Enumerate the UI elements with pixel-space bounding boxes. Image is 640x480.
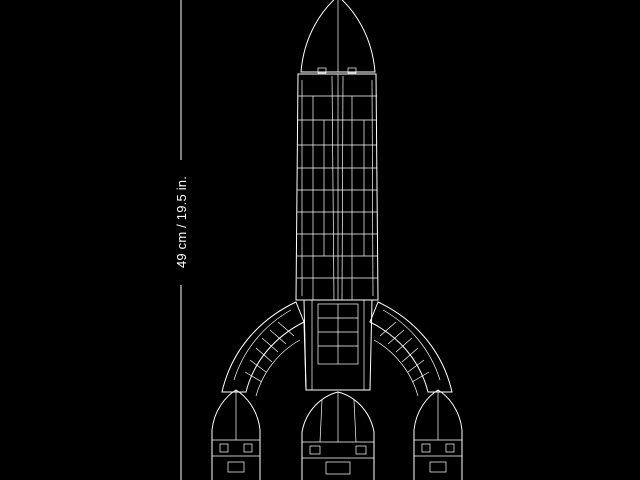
upper-body xyxy=(295,73,379,301)
left-fin xyxy=(221,301,307,397)
center-booster xyxy=(301,391,375,480)
height-dimension: 49 cm / 19.5 in. xyxy=(174,0,189,480)
right-booster xyxy=(413,389,463,480)
rocket-outline xyxy=(211,0,463,480)
right-fin xyxy=(369,301,453,397)
left-booster xyxy=(211,389,261,480)
lower-body xyxy=(303,299,373,391)
height-label: 49 cm / 19.5 in. xyxy=(174,176,189,268)
